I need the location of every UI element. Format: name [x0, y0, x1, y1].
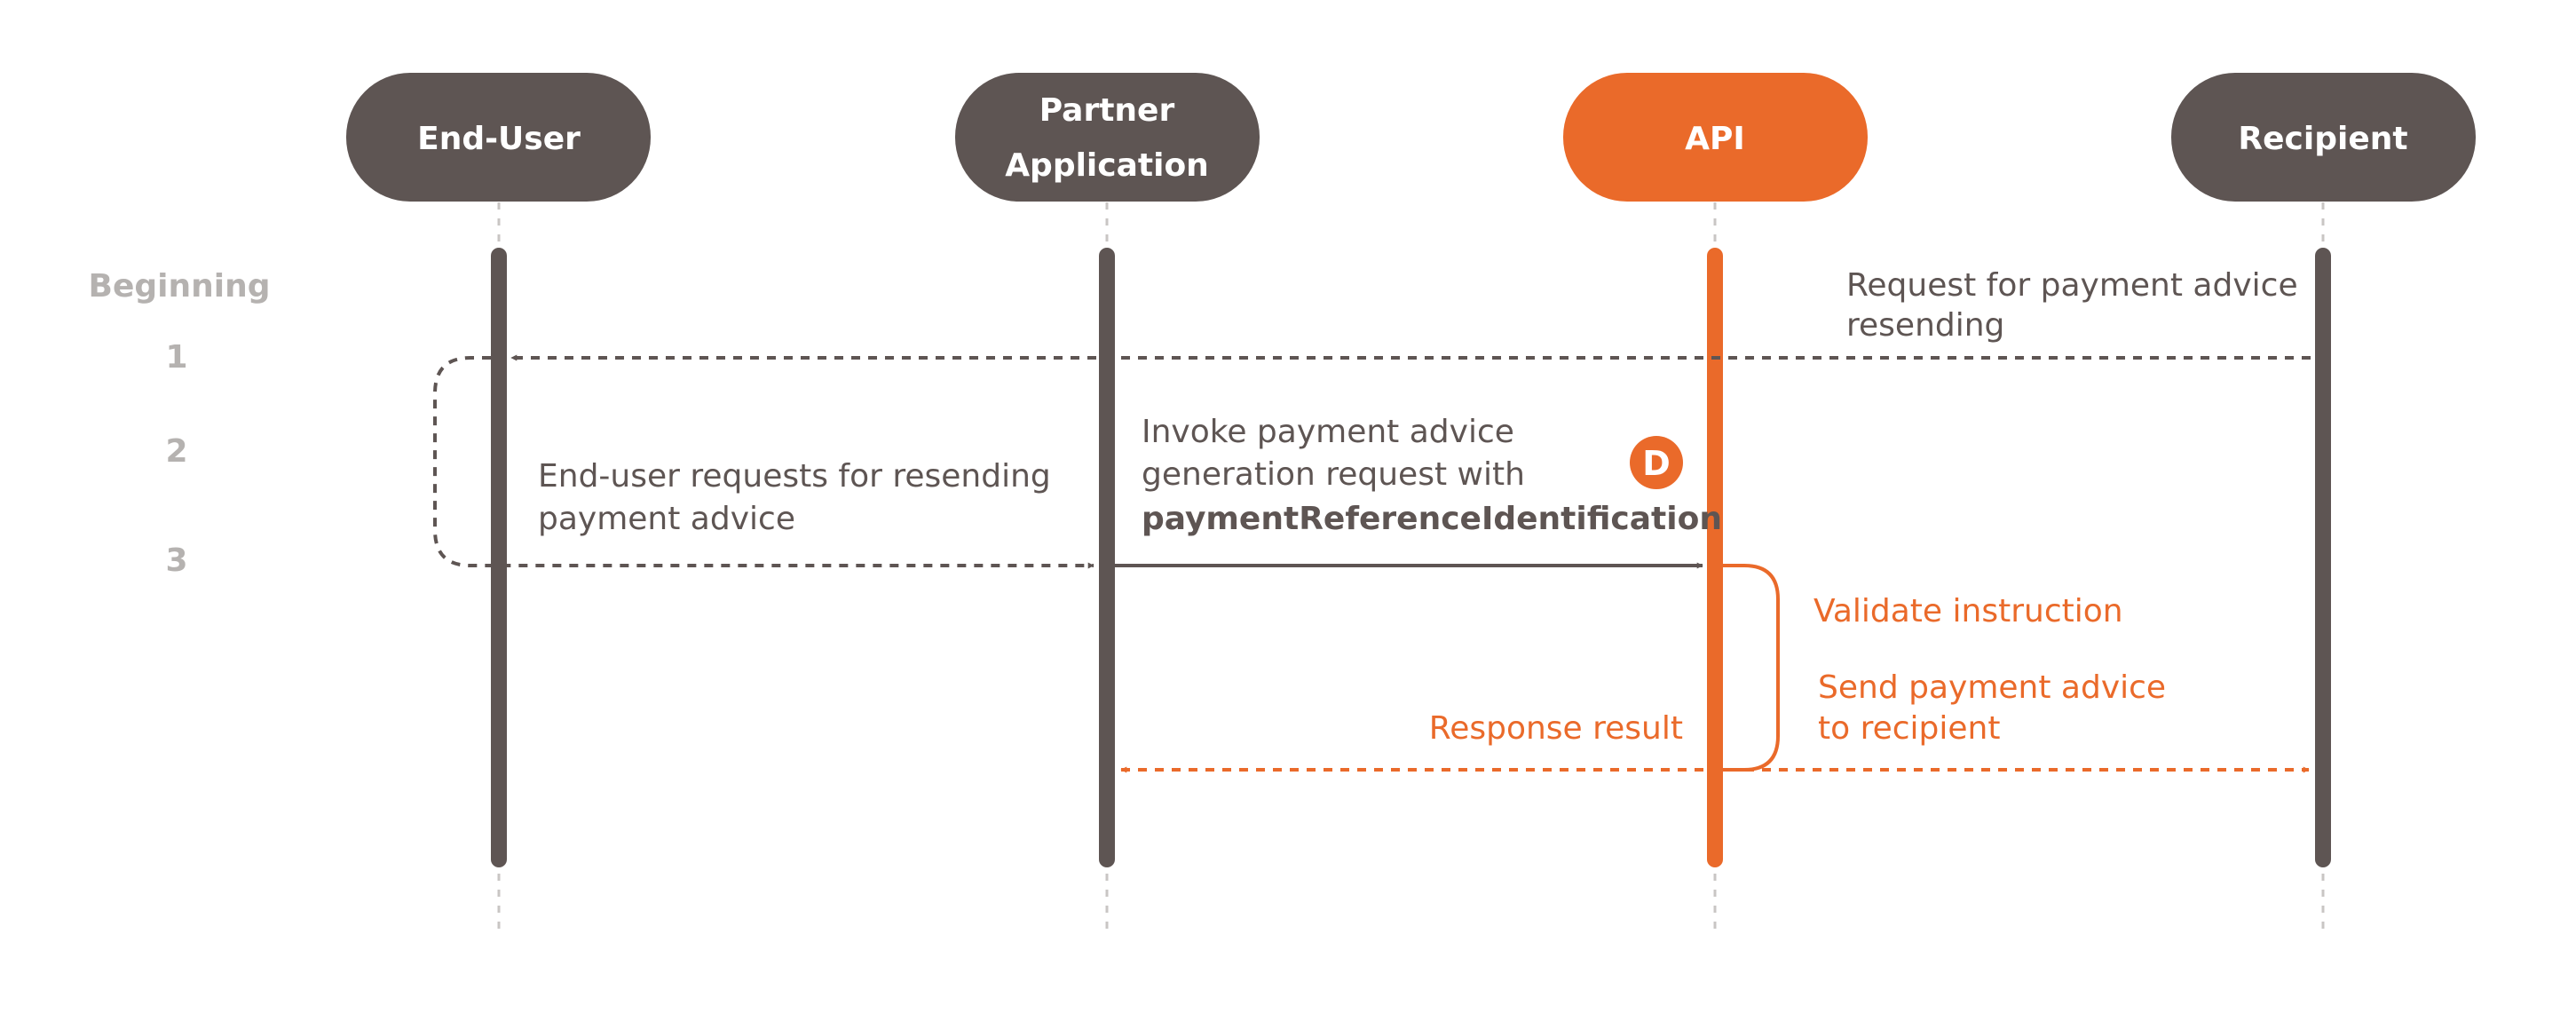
step-labels: Beginning 1 2 3	[89, 268, 271, 579]
participant-recipient-pill	[2171, 73, 2476, 202]
step-label-2: 2	[165, 433, 187, 470]
participant-end-user: End-User	[346, 73, 651, 202]
participant-partner-application-label-line-2: Application	[1005, 147, 1209, 184]
participant-end-user-pill	[346, 73, 651, 202]
step-label-3: 3	[165, 542, 187, 579]
message-send-advice-line-1: Send payment advice	[1818, 669, 2166, 706]
badge-label: D	[1642, 444, 1671, 483]
step-label-1: 1	[165, 339, 187, 376]
step-label-beginning: Beginning	[89, 268, 271, 305]
message-invoke-bold: paymentReferenceIdentification	[1142, 501, 1722, 537]
message-invoke-line-1: Invoke payment advice	[1142, 414, 1514, 450]
arrow-end-user-loop	[433, 356, 1094, 569]
message-invoke: Invoke payment advice generation request…	[1115, 414, 1722, 569]
message-end-user-request-line-1: End-user requests for resending	[538, 458, 1051, 495]
message-request-resend: Request for payment advice resending	[510, 267, 2311, 361]
message-validate: Validate instruction	[1813, 593, 2123, 629]
participant-recipient-label: Recipient	[2238, 121, 2407, 157]
message-response: Response result	[1120, 710, 2310, 773]
participant-partner-application-label-line-1: Partner	[1039, 92, 1175, 129]
participant-api-pill	[1563, 73, 1868, 202]
api-process-bracket: Validate instruction Send payment advice…	[1723, 564, 2166, 772]
message-end-user-request-line-2: payment advice	[538, 501, 795, 537]
participant-end-user-label: End-User	[417, 121, 581, 157]
message-send-advice-line-2: to recipient	[1818, 710, 2000, 747]
message-request-resend-line-2: resending	[1846, 307, 2004, 344]
participant-recipient: Recipient	[2171, 73, 2476, 202]
badge-circle	[1630, 436, 1683, 489]
message-invoke-line-2: generation request with	[1142, 456, 1525, 493]
participant-partner-application-pill	[955, 73, 1260, 202]
participant-partner-application: Partner Application	[955, 73, 1260, 202]
message-end-user-request: End-user requests for resending payment …	[433, 356, 1094, 569]
participant-api-label: API	[1685, 121, 1745, 157]
letter-d-badge-icon: D	[1630, 436, 1683, 489]
api-process-bracket-path	[1723, 564, 1780, 772]
participant-api: API	[1563, 73, 1868, 202]
message-request-resend-line-1: Request for payment advice	[1846, 267, 2298, 304]
message-response-label: Response result	[1429, 710, 1683, 747]
